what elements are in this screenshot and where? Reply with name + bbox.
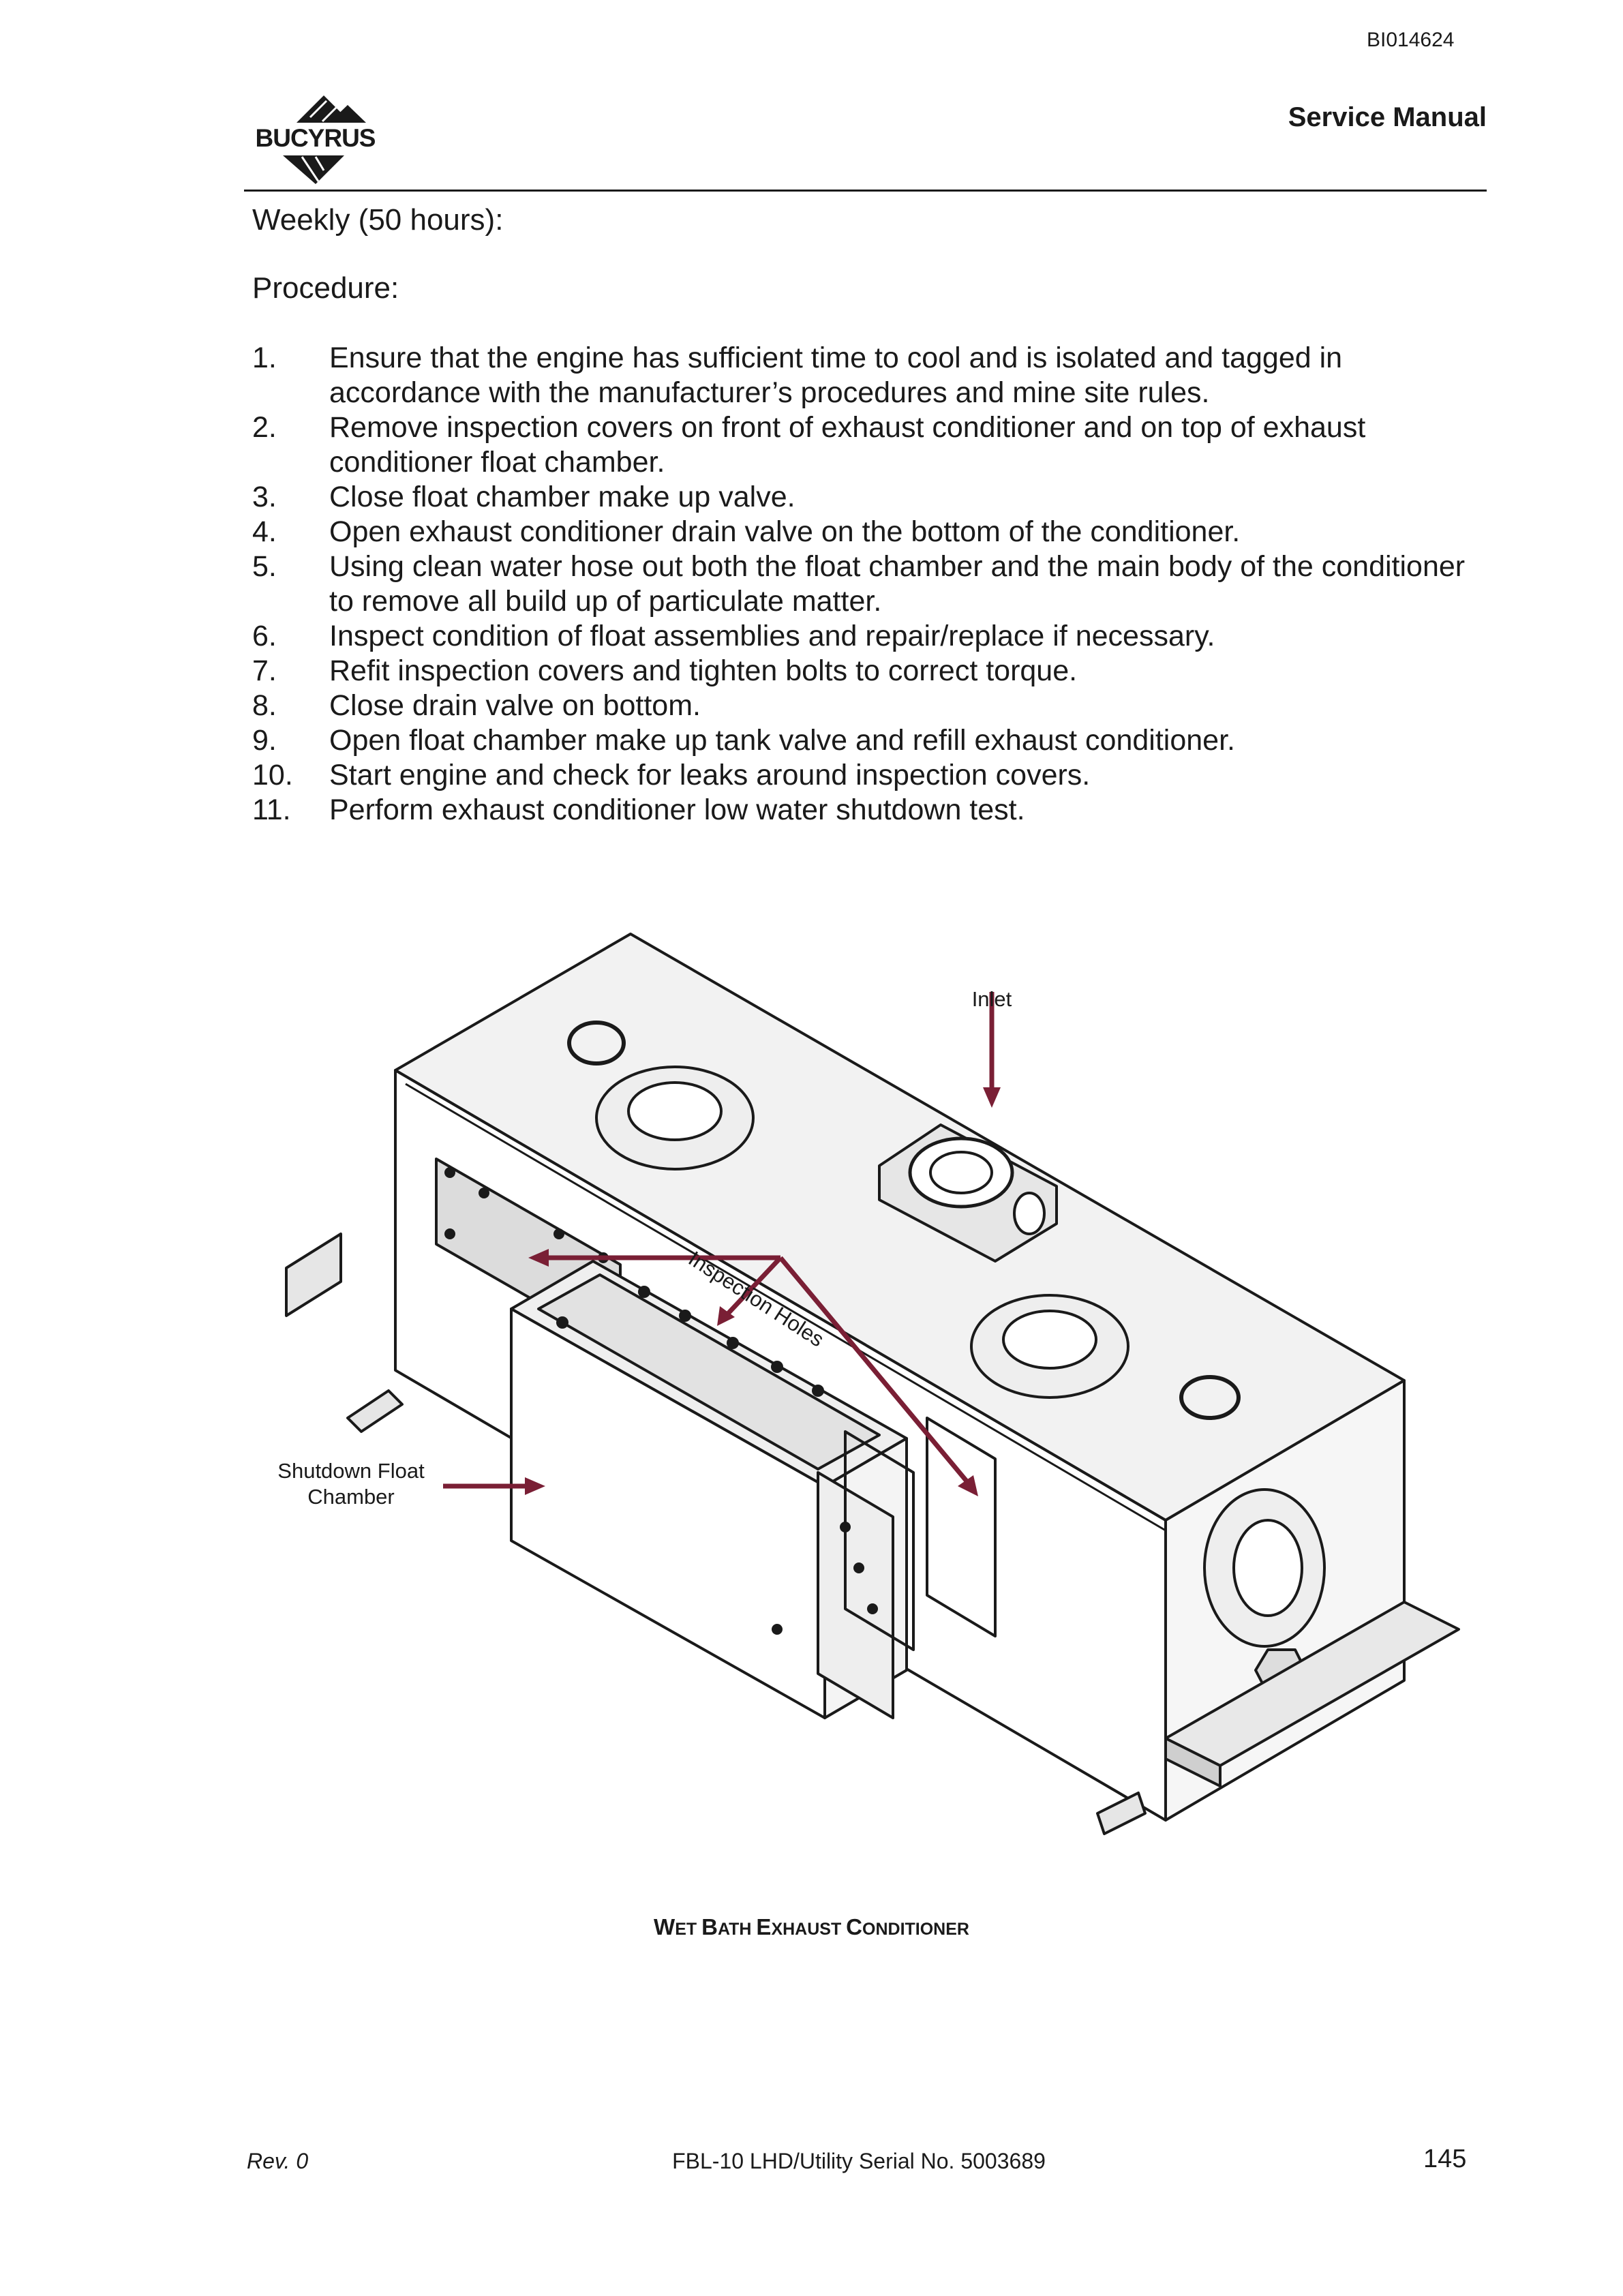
step-text: Using clean water hose out both the floa…	[329, 550, 1466, 618]
step-text: Inspect condition of float assemblies an…	[329, 620, 1215, 652]
page-number: 145	[1423, 2145, 1467, 2173]
caption-rest: ATH	[717, 1920, 757, 1939]
exhaust-conditioner-drawing	[285, 933, 1460, 1835]
shutdown-float-label-line1: Shutdown Float	[277, 1459, 425, 1483]
caption-rest: ET	[675, 1920, 702, 1939]
step-number: 5.	[252, 550, 277, 583]
step-text: Perform exhaust conditioner low water sh…	[329, 794, 1025, 826]
step-text: Ensure that the engine has sufficient ti…	[329, 342, 1343, 409]
step-number: 7.	[252, 654, 277, 687]
manual-title: Service Manual	[1288, 102, 1487, 132]
serial-number: FBL-10 LHD/Utility Serial No. 5003689	[672, 2149, 1046, 2173]
procedure-step: 10. Start engine and check for leaks arou…	[252, 758, 1486, 793]
caption-initial: E	[756, 1914, 772, 1939]
step-text: Close drain valve on bottom.	[329, 689, 701, 722]
procedure-step: 11. Perform exhaust conditioner low water…	[252, 793, 1486, 828]
step-text: Open float chamber make up tank valve an…	[329, 724, 1235, 757]
procedure-step: 5. Using clean water hose out both the fl…	[252, 549, 1486, 619]
caption-initial: C	[846, 1914, 863, 1939]
step-number: 1.	[252, 342, 277, 374]
document-id: BI014624	[1367, 29, 1455, 51]
bucyrus-logo: BUCYRUS	[242, 95, 389, 187]
caption-rest: XHAUST	[771, 1920, 847, 1939]
procedure-step: 6. Inspect condition of float assemblies …	[252, 619, 1486, 654]
caption-initial: W	[654, 1914, 676, 1939]
step-number: 11.	[252, 794, 291, 826]
figure-caption: WET BATH EXHAUST CONDITIONER	[0, 1914, 1623, 1940]
procedure-step: 2. Remove inspection covers on front of e…	[252, 410, 1486, 480]
procedure-label: Procedure:	[252, 271, 399, 305]
step-number: 3.	[252, 481, 277, 513]
step-text: Open exhaust conditioner drain valve on …	[329, 515, 1241, 548]
inlet-label: Inlet	[971, 987, 1012, 1011]
procedure-steps: 1. Ensure that the engine has sufficient …	[252, 341, 1486, 828]
step-number: 9.	[252, 724, 277, 757]
step-number: 10.	[252, 759, 293, 791]
step-text: Close float chamber make up valve.	[329, 481, 795, 513]
step-number: 2.	[252, 411, 277, 444]
procedure-step: 3. Close float chamber make up valve.	[252, 480, 1486, 515]
step-number: 4.	[252, 515, 277, 548]
revision-label: Rev. 0	[247, 2149, 309, 2173]
procedure-step: 7. Refit inspection covers and tighten bo…	[252, 654, 1486, 689]
step-number: 6.	[252, 620, 277, 652]
caption-initial: B	[701, 1914, 718, 1939]
logo-mark-icon	[283, 95, 366, 184]
shutdown-float-label-line2: Chamber	[307, 1485, 395, 1509]
section-title: Weekly (50 hours):	[252, 203, 504, 237]
step-text: Refit inspection covers and tighten bolt…	[329, 654, 1078, 687]
procedure-step: 8. Close drain valve on bottom.	[252, 689, 1486, 723]
logo-text: BUCYRUS	[255, 124, 376, 152]
step-text: Remove inspection covers on front of exh…	[329, 411, 1366, 479]
procedure-step: 1. Ensure that the engine has sufficient …	[252, 341, 1486, 410]
procedure-step: 4. Open exhaust conditioner drain valve o…	[252, 515, 1486, 549]
step-text: Start engine and check for leaks around …	[329, 759, 1091, 791]
header-divider	[244, 190, 1487, 192]
procedure-step: 9. Open float chamber make up tank valve …	[252, 723, 1486, 758]
exhaust-conditioner-figure: Inlet Inspection Holes Shutdown Float Ch…	[259, 913, 1486, 1909]
caption-rest: ONDITIONER	[862, 1920, 969, 1939]
step-number: 8.	[252, 689, 277, 722]
